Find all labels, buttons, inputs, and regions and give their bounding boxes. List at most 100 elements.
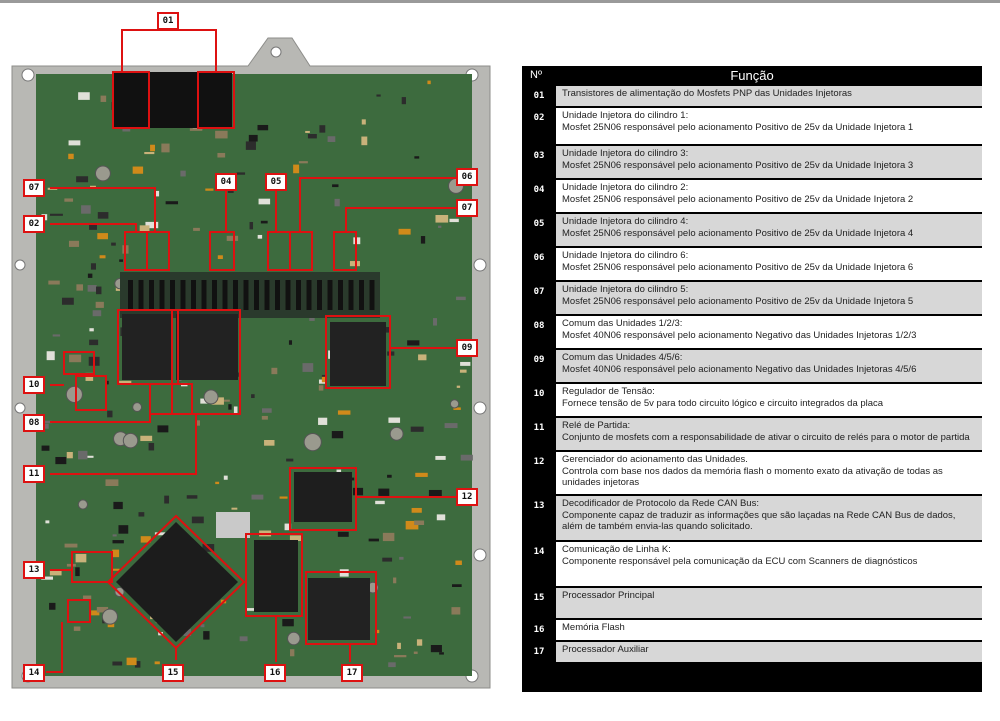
row-title: Unidade Injetora do cilindro 6:: [562, 250, 689, 261]
table-row: 02 Unidade Injetora do cilindro 1:Mosfet …: [522, 108, 982, 144]
table-row: 06 Unidade Injetora do cilindro 6:Mosfet …: [522, 248, 982, 280]
callout-10: 10: [23, 376, 45, 394]
table-header: Nº Função: [522, 66, 982, 86]
row-title: Transistores de alimentação do Mosfets P…: [562, 88, 852, 99]
row-description: Fornece tensão de 5v para todo circuito …: [562, 397, 884, 409]
row-function-cell: Comum das Unidades 4/5/6:Mosfet 40N06 re…: [556, 350, 982, 382]
row-description: Mosfet 25N06 responsável pelo acionament…: [562, 193, 914, 205]
row-title: Comum das Unidades 1/2/3:: [562, 318, 683, 329]
row-number: 10: [533, 389, 545, 399]
row-number: 07: [533, 287, 545, 297]
callout-15: 15: [162, 664, 184, 682]
row-number: 06: [533, 253, 545, 263]
header-number: Nº: [530, 69, 542, 81]
callout-12: 12: [456, 488, 478, 506]
row-function-cell: Comum das Unidades 1/2/3:Mosfet 40N06 re…: [556, 316, 982, 348]
row-description: Componente capaz de traduzir as informaç…: [562, 509, 956, 533]
row-description: Controla com base nos dados da memória f…: [562, 465, 943, 489]
callout-08: 08: [23, 414, 45, 432]
row-number: 03: [533, 151, 545, 161]
function-table: Nº Função 01 Transistores de alimentação …: [522, 66, 982, 692]
row-title: Relé de Partida:: [562, 420, 631, 431]
table-row: 11 Relé de Partida:Conjunto de mosfets co…: [522, 418, 982, 450]
table-row: 07 Unidade Injetora do cilindro 5:Mosfet …: [522, 282, 982, 314]
row-function-cell: Comunicação de Linha K:Componente respon…: [556, 542, 982, 586]
row-number: 09: [533, 355, 545, 365]
row-title: Regulador de Tensão:: [562, 386, 655, 397]
table-row: 10 Regulador de Tensão:Fornece tensão de …: [522, 384, 982, 416]
callout-13: 13: [23, 561, 45, 579]
row-description: Componente responsável pela comunicação …: [562, 555, 918, 567]
row-title: Comunicação de Linha K:: [562, 544, 671, 555]
table-row: 05 Unidade Injetora do cilindro 4:Mosfet …: [522, 214, 982, 246]
callout-09: 09: [456, 339, 478, 357]
row-function-cell: Processador Principal: [556, 588, 982, 618]
table-row: 14 Comunicação de Linha K:Componente resp…: [522, 542, 982, 586]
row-title: Unidade Injetora do cilindro 2:: [562, 182, 689, 193]
row-number: 12: [533, 457, 545, 467]
row-number: 01: [533, 91, 545, 101]
callout-11: 11: [23, 465, 45, 483]
table-row: 15 Processador Principal: [522, 588, 982, 618]
row-description: Mosfet 25N06 responsável pelo acionament…: [562, 121, 914, 133]
row-description: Mosfet 40N06 responsável pelo acionament…: [562, 363, 917, 375]
callout-14: 14: [23, 664, 45, 682]
row-function-cell: Gerenciador do acionamento das Unidades.…: [556, 452, 982, 494]
row-function-cell: Decodificador de Protocolo da Rede CAN B…: [556, 496, 982, 540]
callout-02: 02: [23, 215, 45, 233]
row-function-cell: Unidade Injetora do cilindro 4:Mosfet 25…: [556, 214, 982, 246]
table-row: 04 Unidade Injetora do cilindro 2:Mosfet …: [522, 180, 982, 212]
table-row: 16 Memória Flash: [522, 620, 982, 640]
row-description: Mosfet 25N06 responsável pelo acionament…: [562, 159, 914, 171]
table-row: 01 Transistores de alimentação do Mosfets…: [522, 86, 982, 106]
header-function: Função: [730, 68, 774, 83]
row-number: 16: [533, 625, 545, 635]
row-title: Processador Auxiliar: [562, 644, 649, 655]
row-number: 11: [533, 423, 545, 433]
row-title: Comum das Unidades 4/5/6:: [562, 352, 683, 363]
row-number: 08: [533, 321, 545, 331]
row-description: Mosfet 40N06 responsável pelo acionament…: [562, 329, 917, 341]
row-number: 04: [533, 185, 545, 195]
row-number: 05: [533, 219, 545, 229]
table-row: 17 Processador Auxiliar: [522, 642, 982, 662]
row-function-cell: Unidade Injetora do cilindro 6:Mosfet 25…: [556, 248, 982, 280]
row-description: Mosfet 25N06 responsável pelo acionament…: [562, 227, 914, 239]
row-title: Unidade Injetora do cilindro 4:: [562, 216, 689, 227]
row-title: Processador Principal: [562, 590, 655, 601]
row-title: Memória Flash: [562, 622, 625, 633]
row-function-cell: Relé de Partida:Conjunto de mosfets com …: [556, 418, 982, 450]
row-number: 17: [533, 647, 545, 657]
row-number: 15: [533, 593, 545, 603]
row-title: Unidade Injetora do cilindro 1:: [562, 110, 689, 121]
ecu-board-photo: 01 07 02 04 05 06 07 09 10 08 11 12 13 1…: [11, 12, 491, 689]
callout-05: 05: [265, 173, 287, 191]
row-title: Gerenciador do acionamento das Unidades.: [562, 454, 748, 465]
row-number: 02: [533, 113, 545, 123]
callout-07b: 07: [456, 199, 478, 217]
row-description: Mosfet 25N06 responsável pelo acionament…: [562, 295, 914, 307]
callout-07: 07: [23, 179, 45, 197]
row-function-cell: Processador Auxiliar: [556, 642, 982, 662]
callout-16: 16: [264, 664, 286, 682]
table-row: 08 Comum das Unidades 1/2/3:Mosfet 40N06 …: [522, 316, 982, 348]
row-description: Conjunto de mosfets com a responsabilida…: [562, 431, 970, 443]
row-number: 14: [533, 547, 545, 557]
row-function-cell: Unidade Injetora do cilindro 2:Mosfet 25…: [556, 180, 982, 212]
row-title: Unidade Injetora do cilindro 5:: [562, 284, 689, 295]
table-row: 09 Comum das Unidades 4/5/6:Mosfet 40N06 …: [522, 350, 982, 382]
callout-06: 06: [456, 168, 478, 186]
row-number: 13: [533, 501, 545, 511]
row-title: Unidade Injetora do cilindro 3:: [562, 148, 689, 159]
row-function-cell: Unidade Injetora do cilindro 5:Mosfet 25…: [556, 282, 982, 314]
row-function-cell: Unidade Injetora do cilindro 1:Mosfet 25…: [556, 108, 982, 144]
top-divider: [0, 0, 1000, 3]
ecu-board-illustration: [11, 28, 491, 689]
row-function-cell: Memória Flash: [556, 620, 982, 640]
table-row: 03 Unidade Injetora do cilindro 3:Mosfet …: [522, 146, 982, 178]
row-function-cell: Regulador de Tensão:Fornece tensão de 5v…: [556, 384, 982, 416]
callout-17: 17: [341, 664, 363, 682]
callout-04: 04: [215, 173, 237, 191]
callout-01: 01: [157, 12, 179, 30]
row-function-cell: Unidade Injetora do cilindro 3:Mosfet 25…: [556, 146, 982, 178]
